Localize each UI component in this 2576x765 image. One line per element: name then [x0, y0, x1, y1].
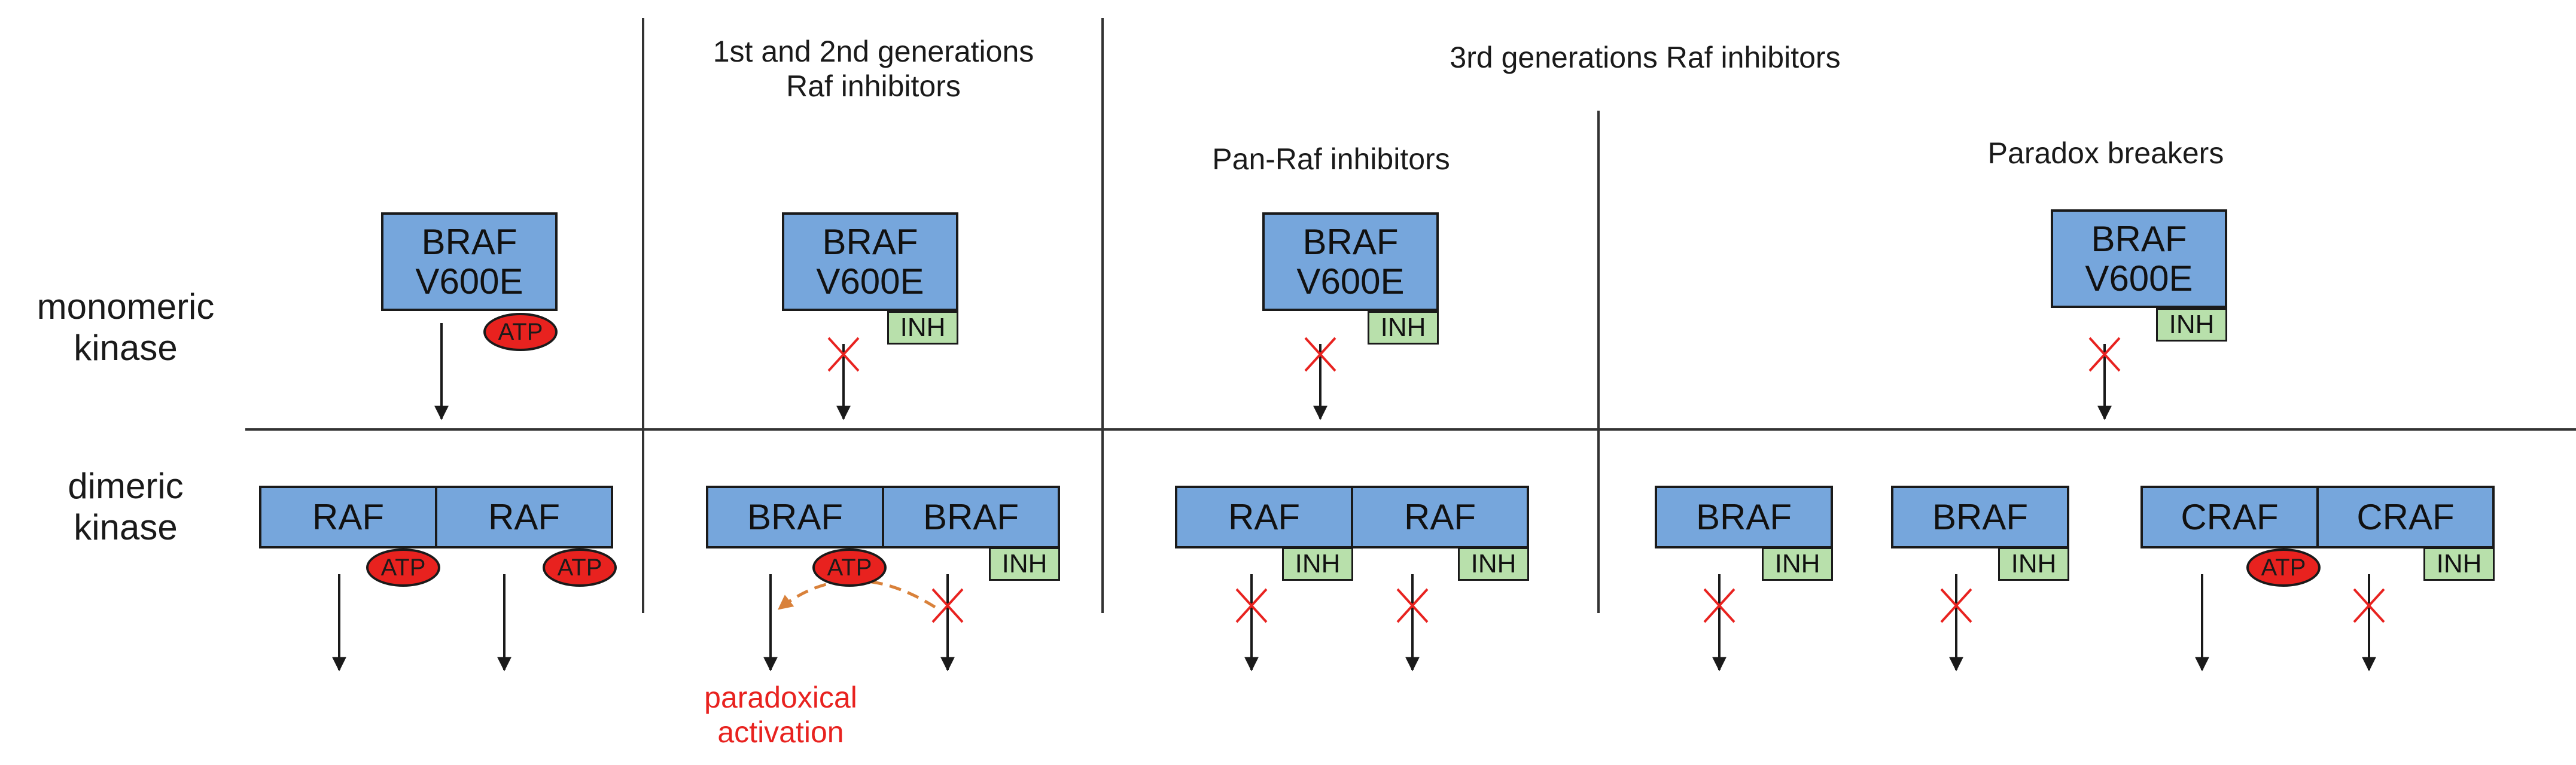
paradoxical-activation-label: paradoxical activation: [704, 681, 857, 749]
inh-tag: INH: [1998, 547, 2069, 581]
braf-box: BRAF: [706, 486, 884, 548]
block-mark: [931, 588, 964, 623]
block-mark: [2353, 588, 2385, 623]
inh-tag: INH: [887, 311, 958, 345]
raf-box: RAF: [435, 486, 613, 548]
craf-box: CRAF: [2316, 486, 2495, 548]
header-panraf: Pan-Raf inhibitors: [1212, 142, 1450, 176]
braf-v600e-box: BRAF V600E: [782, 212, 958, 311]
block-mark: [1703, 588, 1735, 623]
inh-tag: INH: [1762, 547, 1833, 581]
inh-tag: INH: [2423, 547, 2495, 581]
row-label-monomeric: monomeric kinase: [36, 287, 215, 368]
atp-oval: ATP: [483, 313, 558, 351]
block-mark: [827, 337, 860, 372]
atp-oval: ATP: [812, 548, 887, 587]
atp-oval: ATP: [2246, 548, 2321, 587]
craf-box: CRAF: [2140, 486, 2319, 548]
row-label-dimeric: dimeric kinase: [68, 466, 184, 547]
header-gen12: 1st and 2nd generations Raf inhibitors: [712, 35, 1034, 103]
braf-box: BRAF: [1891, 486, 2069, 548]
braf-v600e-box: BRAF V600E: [381, 212, 558, 311]
block-mark: [1940, 588, 1972, 623]
atp-oval: ATP: [543, 548, 617, 587]
inh-tag: INH: [1368, 311, 1439, 345]
block-mark: [1235, 588, 1268, 623]
braf-v600e-box: BRAF V600E: [1262, 212, 1439, 311]
inh-tag: INH: [989, 547, 1060, 581]
inh-tag: INH: [1282, 547, 1353, 581]
block-mark: [1396, 588, 1429, 623]
atp-oval: ATP: [366, 548, 440, 587]
raf-box: RAF: [259, 486, 437, 548]
inh-tag: INH: [2156, 308, 2227, 342]
header-gen3: 3rd generations Raf inhibitors: [1450, 41, 1841, 74]
block-mark: [2088, 337, 2121, 372]
braf-box: BRAF: [882, 486, 1060, 548]
braf-v600e-box: BRAF V600E: [2051, 209, 2227, 308]
raf-box: RAF: [1175, 486, 1353, 548]
braf-box: BRAF: [1655, 486, 1833, 548]
header-paradox: Paradox breakers: [1987, 136, 2224, 170]
block-mark: [1304, 337, 1336, 372]
raf-box: RAF: [1351, 486, 1529, 548]
inh-tag: INH: [1458, 547, 1529, 581]
